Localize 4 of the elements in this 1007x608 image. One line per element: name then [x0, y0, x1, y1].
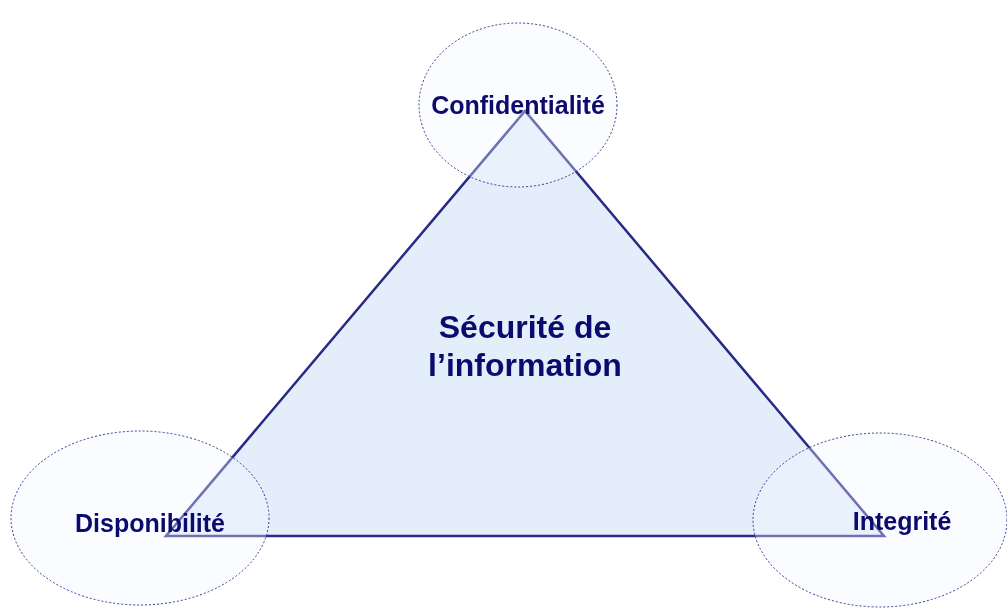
ellipse-label: Confidentialité: [430, 90, 606, 120]
triangle-label: Sécurité de l’information: [427, 308, 623, 385]
ellipse: [418, 22, 618, 188]
ellipse: [10, 430, 270, 606]
